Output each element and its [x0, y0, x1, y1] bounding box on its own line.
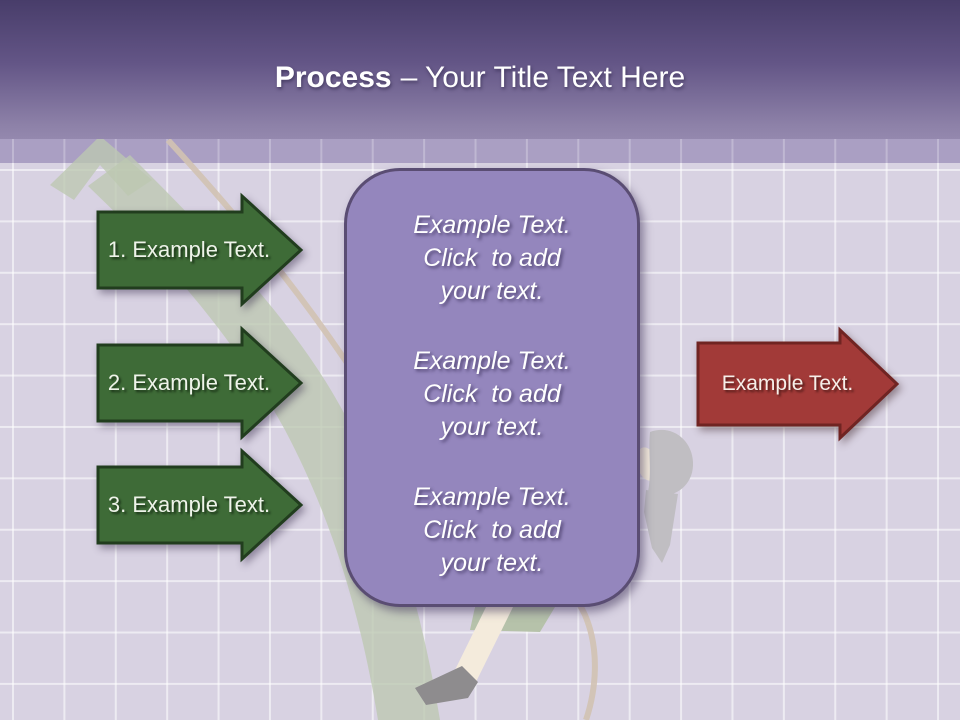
slide-title: Process– Your Title Text Here: [275, 45, 685, 94]
slide-title-rest: – Your Title Text Here: [400, 61, 686, 94]
title-underline-strip: [0, 139, 960, 163]
step-arrow-1[interactable]: 1. Example Text.: [95, 192, 305, 308]
panel-text-block-2[interactable]: Example Text. Click to add your text.: [413, 347, 571, 441]
title-band[interactable]: Process– Your Title Text Here: [0, 0, 960, 139]
result-arrow[interactable]: Example Text.: [695, 326, 900, 442]
text-panel[interactable]: Example Text. Click to add your text. Ex…: [344, 168, 640, 607]
panel-text-area: Example Text. Click to add your text. Ex…: [347, 178, 637, 611]
step-2-label: 2. Example Text.: [107, 370, 271, 395]
step-1-label: 1. Example Text.: [107, 237, 271, 262]
step-3-label: 3. Example Text.: [107, 492, 271, 517]
panel-text-block-1[interactable]: Example Text. Click to add your text.: [413, 211, 571, 305]
result-arrow-shape: [696, 326, 900, 442]
slide-title-emphasis: Process: [274, 61, 392, 94]
step-arrow-2[interactable]: 2. Example Text.: [95, 325, 305, 441]
panel-text-block-3[interactable]: Example Text. Click to add your text.: [413, 483, 571, 577]
step-arrow-3[interactable]: 3. Example Text.: [95, 447, 305, 563]
result-arrow-label: Example Text.: [721, 372, 854, 395]
